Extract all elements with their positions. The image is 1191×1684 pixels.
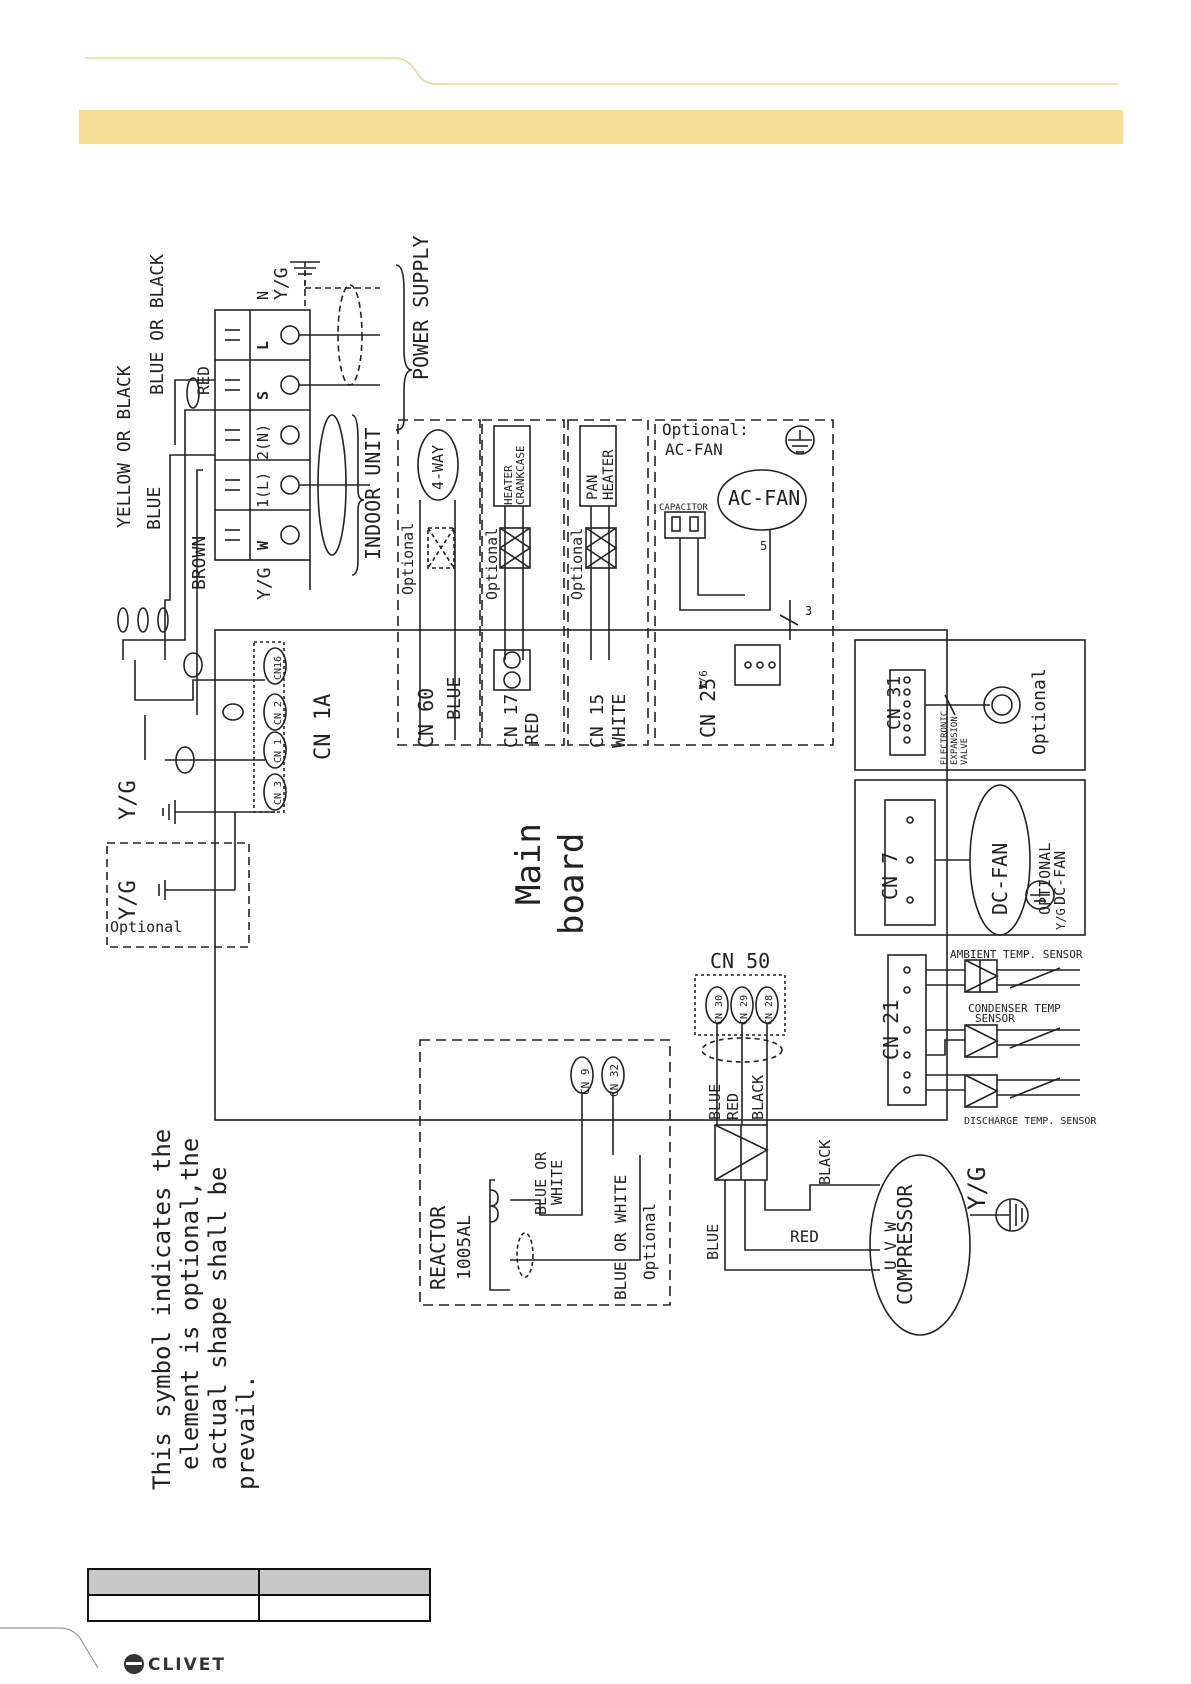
label-three: 3 bbox=[805, 604, 812, 618]
label-red-wire: RED bbox=[790, 1227, 819, 1246]
label-optional-eev: Optional bbox=[1029, 668, 1050, 755]
label-cn15-white: WHITE bbox=[609, 694, 630, 748]
label-cn50-red: RED bbox=[724, 1093, 742, 1120]
label-terminal-w: W bbox=[254, 540, 272, 550]
label-terminal-l: L bbox=[254, 341, 272, 350]
label-yg-optional: Y/G bbox=[116, 880, 141, 920]
brand-name: CLIVET bbox=[148, 1655, 226, 1675]
label-terminal-n: N bbox=[254, 291, 272, 300]
legend-cell bbox=[87, 1568, 260, 1596]
label-yg-left: Y/G bbox=[116, 780, 141, 820]
label-blue-or-black: BLUE OR BLACK bbox=[147, 254, 168, 395]
label-discharge-sensor: DISCHARGE TEMP. SENSOR bbox=[964, 1116, 1097, 1127]
label-dc-fan: DC-FAN bbox=[988, 843, 1012, 915]
label-optional-acfan: Optional: bbox=[662, 420, 749, 439]
label-reactor-code: 1005AL bbox=[454, 1215, 475, 1280]
footer-decoration: CLIVET bbox=[0, 1627, 226, 1675]
label-cn25: CN 25 bbox=[696, 678, 720, 738]
label-eev-2: EXPANSION bbox=[950, 716, 960, 765]
label-capacitor: CAPACITOR bbox=[659, 503, 708, 513]
label-blue-or-white-1: BLUE OR bbox=[532, 1151, 550, 1215]
label-cn50: CN 50 bbox=[710, 949, 770, 973]
label-optional-dcfan-2: DC-FAN bbox=[1051, 851, 1069, 905]
label-pan-heater-1: PAN bbox=[585, 475, 601, 500]
label-cn60-blue: BLUE bbox=[444, 677, 465, 720]
note-line-2: element is optional,the bbox=[176, 1138, 204, 1470]
note-line-4: prevail. bbox=[232, 1374, 260, 1490]
label-yellow-or-black: YELLOW OR BLACK bbox=[114, 365, 135, 528]
label-cn3: CN 3 bbox=[273, 781, 284, 805]
label-cn28: CN 28 bbox=[764, 995, 775, 1025]
label-board: board bbox=[552, 833, 592, 935]
label-ambient-sensor: AMBIENT TEMP. SENSOR bbox=[950, 948, 1083, 961]
label-condenser-sensor-1: CONDENSER TEMP bbox=[968, 1002, 1061, 1015]
label-terminal-2: 2(N) bbox=[254, 424, 272, 460]
label-cn9: CN 9 bbox=[579, 1069, 592, 1096]
label-cn2: CN 2 bbox=[273, 701, 284, 725]
label-cn50-blue: BLUE bbox=[706, 1084, 724, 1120]
label-cn17: CN 17 bbox=[501, 694, 522, 748]
label-white: WHITE bbox=[548, 1160, 566, 1205]
legend-cell bbox=[258, 1594, 431, 1622]
legend-header-row bbox=[87, 1568, 431, 1596]
label-blue-or-white-full: BLUE OR WHITE bbox=[611, 1175, 630, 1300]
label-yg-dcfan: Y/G bbox=[1054, 908, 1068, 930]
label-cn17-red: RED bbox=[522, 712, 543, 745]
label-optional-dcfan-1: OPTIONAL bbox=[1036, 843, 1054, 915]
label-uvw: U V W bbox=[881, 1221, 900, 1270]
label-optional-4way: Optional bbox=[399, 523, 417, 595]
label-heater-crankcase-1: HEATER bbox=[502, 465, 515, 505]
label-acfan-small: AC-FAN bbox=[665, 440, 723, 459]
label-indoor-unit: INDOOR UNIT bbox=[361, 428, 385, 560]
label-compressor: COMPRESSOR bbox=[893, 1184, 917, 1305]
label-cn32: CN 32 bbox=[608, 1064, 621, 1097]
label-five-six: 5/6 bbox=[697, 670, 710, 690]
label-black-wire: BLACK bbox=[816, 1140, 834, 1185]
label-cn29: CN 29 bbox=[739, 995, 750, 1025]
label-optional-pan: Optional bbox=[568, 528, 586, 600]
label-eev-3: VALVE bbox=[960, 738, 970, 765]
label-brown: BROWN bbox=[189, 536, 210, 590]
label-optional-left: Optional bbox=[110, 918, 182, 936]
header-decoration bbox=[85, 57, 1118, 85]
label-main: Main bbox=[509, 823, 549, 905]
label-blue-wire: BLUE bbox=[704, 1224, 722, 1260]
label-optional-crankcase: Optional bbox=[483, 528, 501, 600]
legend-cell bbox=[87, 1594, 260, 1622]
note-line-3: actual shape shall be bbox=[204, 1167, 232, 1470]
legend-cell bbox=[258, 1568, 431, 1596]
note-line-1: This symbol indicates the bbox=[148, 1129, 176, 1490]
label-power-supply: POWER SUPPLY bbox=[409, 236, 433, 381]
label-terminal-s: S bbox=[254, 391, 272, 400]
label-eev-1: ELECTRONIC bbox=[940, 711, 950, 765]
label-cn31: CN 31 bbox=[884, 676, 905, 730]
label-cn16: CN16 bbox=[273, 656, 284, 680]
label-acfan: AC-FAN bbox=[728, 486, 800, 510]
label-cn21: CN 21 bbox=[879, 1000, 903, 1060]
label-cn15: CN 15 bbox=[587, 694, 608, 748]
label-yg-bottom: Y/G bbox=[254, 567, 275, 600]
label-blue: BLUE bbox=[144, 487, 165, 530]
label-heater-crankcase-2: CRANKCASE bbox=[514, 445, 527, 505]
label-pan-heater-2: HEATER bbox=[601, 449, 617, 500]
legend-row bbox=[87, 1594, 431, 1622]
label-cn1: CN 1 bbox=[273, 739, 284, 763]
label-red: RED bbox=[194, 366, 213, 395]
label-five: 5 bbox=[760, 539, 767, 553]
label-cn7: CN 7 bbox=[878, 852, 902, 900]
label-cn60: CN 60 bbox=[414, 688, 438, 748]
label-4way: 4-WAY bbox=[429, 445, 447, 490]
label-cn1a: CN 1A bbox=[311, 694, 336, 760]
label-reactor: REACTOR bbox=[426, 1205, 450, 1290]
label-optional-reactor: Optional bbox=[640, 1203, 659, 1280]
label-cn30: CN 30 bbox=[714, 995, 725, 1025]
label-condenser-sensor-2: SENSOR bbox=[975, 1012, 1015, 1025]
label-yg-top: Y/G bbox=[271, 267, 292, 300]
label-cn50-black: BLACK bbox=[749, 1075, 767, 1120]
header-bar bbox=[79, 110, 1123, 144]
legend-table bbox=[87, 1568, 431, 1622]
label-terminal-1: 1(L) bbox=[254, 472, 272, 508]
label-yg-compressor: Y/G bbox=[963, 1167, 991, 1210]
